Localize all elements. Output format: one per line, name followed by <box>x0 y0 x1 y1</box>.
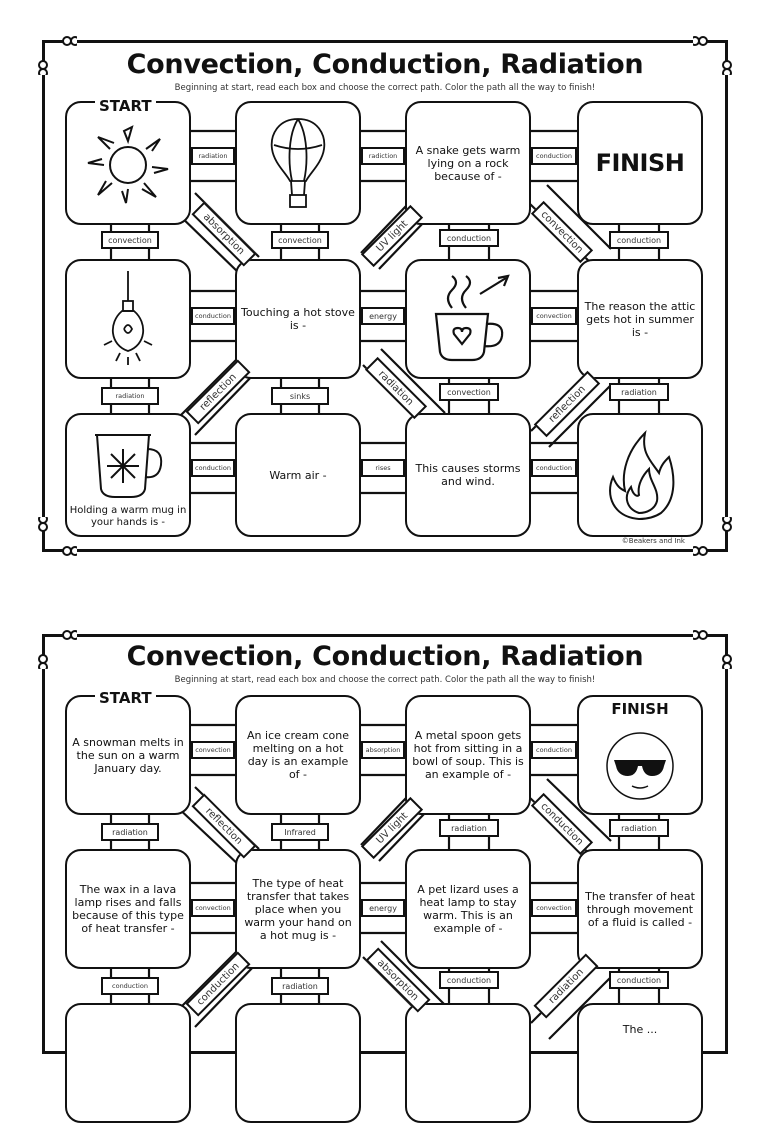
box-question: The ... <box>622 1023 658 1036</box>
maze-box-mug[interactable]: Holding a warm mug in your hands is - <box>65 413 191 537</box>
maze-box-fluid[interactable]: The transfer of heat through movement of… <box>577 849 703 969</box>
path-label[interactable]: conduction <box>531 459 577 477</box>
path-label[interactable]: radiation <box>609 383 669 401</box>
path-label[interactable]: convection <box>191 899 235 917</box>
path-label[interactable]: radiation <box>609 819 669 837</box>
box-question: The transfer of heat through movement of… <box>585 889 695 929</box>
box-question: Warm air - <box>269 468 327 482</box>
maze-box-bulb[interactable] <box>65 259 191 379</box>
maze-box-hot-mug[interactable]: The type of heat transfer that takes pla… <box>235 849 361 969</box>
sunglasses-emoji-icon <box>606 732 674 800</box>
box-question: A metal spoon gets hot from sitting in a… <box>412 729 524 781</box>
path-label[interactable]: radiation <box>101 823 159 841</box>
box-question: The type of heat transfer that takes pla… <box>244 876 352 942</box>
box-question: This causes storms and wind. <box>415 462 521 488</box>
path-label[interactable]: radiation <box>439 819 499 837</box>
path-label[interactable]: conduction <box>101 977 159 995</box>
start-label: START <box>95 97 156 115</box>
path-label[interactable]: convection <box>101 231 159 249</box>
box-question: Holding a warm mug in your hands is - <box>69 505 187 528</box>
maze-box-attic[interactable]: The reason the attic gets hot in summer … <box>577 259 703 379</box>
path-label[interactable]: conduction <box>191 307 235 325</box>
path-label[interactable]: conduction <box>609 231 669 249</box>
maze-box-row3-3[interactable] <box>405 1003 531 1123</box>
maze-box-warm-air[interactable]: Warm air - <box>235 413 361 537</box>
path-label[interactable]: convection <box>531 307 577 325</box>
hot-air-balloon-icon <box>270 118 326 208</box>
maze-box-row3-1[interactable] <box>65 1003 191 1123</box>
path-label[interactable]: convection <box>531 899 577 917</box>
maze-box-lizard[interactable]: A pet lizard uses a heat lamp to stay wa… <box>405 849 531 969</box>
path-label[interactable]: conduction <box>609 971 669 989</box>
path-label[interactable]: rises <box>361 459 405 477</box>
mug-with-snowflake-icon <box>95 434 163 498</box>
box-question: The wax in a lava lamp rises and falls b… <box>72 883 184 935</box>
maze-box-start[interactable] <box>65 101 191 225</box>
credit-text: ©Beakers and Ink <box>621 537 685 545</box>
light-bulb-icon <box>103 271 153 365</box>
maze-box-lava-lamp[interactable]: The wax in a lava lamp rises and falls b… <box>65 849 191 969</box>
sun-icon <box>87 125 169 204</box>
worksheet-2: Convection, Conduction, Radiation Beginn… <box>38 630 732 1123</box>
path-label[interactable]: convection <box>271 231 329 249</box>
corner-ornament-icon <box>693 630 732 669</box>
maze-box-spoon[interactable]: A metal spoon gets hot from sitting in a… <box>405 695 531 815</box>
path-label[interactable]: sinks <box>271 387 329 405</box>
corner-ornament-icon <box>693 36 732 75</box>
box-question: The reason the attic gets hot in summer … <box>584 299 696 339</box>
flame-icon <box>609 429 675 521</box>
path-label[interactable]: convection <box>191 741 235 759</box>
path-label[interactable]: absorption <box>361 741 405 759</box>
path-label[interactable]: conduction <box>191 459 235 477</box>
corner-ornament-icon <box>38 630 77 669</box>
worksheet-instructions: Beginning at start, read each box and ch… <box>174 675 596 685</box>
box-question: A pet lizard uses a heat lamp to stay wa… <box>417 883 519 935</box>
maze-box-row3-2[interactable] <box>235 1003 361 1123</box>
worksheet-instructions: Beginning at start, read each box and ch… <box>174 83 596 93</box>
path-label[interactable]: radiation <box>101 387 159 405</box>
corner-ornament-icon <box>38 36 77 75</box>
path-label[interactable]: radiction <box>361 147 405 165</box>
box-question: An ice cream cone melting on a hot day i… <box>247 729 349 781</box>
path-label[interactable]: energy <box>361 899 405 917</box>
hot-coffee-cup-icon <box>434 274 510 362</box>
maze-box-row3-4[interactable]: The ... <box>577 1003 703 1123</box>
box-question: A snowman melts in the sun on a warm Jan… <box>72 735 184 775</box>
finish-label: FINISH <box>611 700 669 718</box>
finish-label: FINISH <box>595 148 685 177</box>
corner-ornament-icon <box>693 517 732 556</box>
path-label[interactable]: conduction <box>531 147 577 165</box>
corner-ornament-icon <box>38 517 77 556</box>
path-label[interactable]: energy <box>361 307 405 325</box>
maze-box-fire[interactable] <box>577 413 703 537</box>
worksheet-title: Convection, Conduction, Radiation <box>126 641 644 672</box>
box-question: A snake gets warm lying on a rock becaus… <box>415 143 521 183</box>
maze-box-balloon[interactable] <box>235 101 361 225</box>
maze-box-ice-cream[interactable]: An ice cream cone melting on a hot day i… <box>235 695 361 815</box>
path-label[interactable]: Infrared <box>271 823 329 841</box>
path-label[interactable]: radiation <box>191 147 235 165</box>
worksheet-title: Convection, Conduction, Radiation <box>126 49 644 80</box>
worksheet-1: Convection, Conduction, Radiation Beginn… <box>38 36 732 556</box>
path-label[interactable]: convection <box>439 383 499 401</box>
maze-box-coffee[interactable] <box>405 259 531 379</box>
maze-box-finish[interactable]: FINISH <box>577 695 703 815</box>
path-label[interactable]: conduction <box>531 741 577 759</box>
maze-box-snake[interactable]: A snake gets warm lying on a rock becaus… <box>405 101 531 225</box>
maze-box-snowman[interactable]: A snowman melts in the sun on a warm Jan… <box>65 695 191 815</box>
path-label[interactable]: conduction <box>439 971 499 989</box>
maze-box-stove[interactable]: Touching a hot stove is - <box>235 259 361 379</box>
start-label: START <box>95 689 156 707</box>
maze-box-finish[interactable]: FINISH <box>577 101 703 225</box>
maze-box-storms[interactable]: This causes storms and wind. <box>405 413 531 537</box>
path-label[interactable]: conduction <box>439 229 499 247</box>
path-label[interactable]: radiation <box>271 977 329 995</box>
box-question: Touching a hot stove is - <box>241 306 355 332</box>
